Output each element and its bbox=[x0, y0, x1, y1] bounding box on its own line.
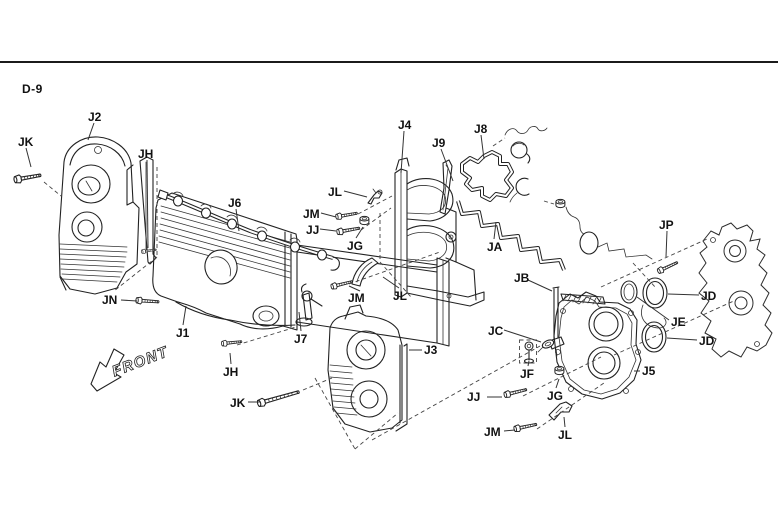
leader-jk1 bbox=[25, 147, 32, 168]
part-engine-block-outline bbox=[698, 222, 773, 358]
leader-jd2 bbox=[666, 337, 698, 341]
leader-jl3 bbox=[563, 416, 566, 428]
assembly-guide-lines bbox=[43, 137, 737, 450]
part-jg-nut-lower bbox=[554, 365, 565, 376]
part-jd-oring-upper bbox=[641, 277, 668, 329]
leader-jc bbox=[503, 329, 542, 343]
leader-jm3 bbox=[503, 429, 516, 432]
leader-jl1 bbox=[343, 190, 368, 198]
part-j1-center-timing-cover bbox=[152, 192, 450, 347]
part-c-clip bbox=[509, 177, 530, 203]
part-j9-gasket bbox=[439, 159, 453, 215]
part-ja-gasket bbox=[456, 200, 566, 271]
part-jl-bracket-mid bbox=[351, 257, 379, 287]
part-jg-nut-upper bbox=[359, 215, 370, 226]
leader-j7 bbox=[298, 311, 302, 332]
part-jd-oring-lower bbox=[641, 321, 667, 353]
leader-jg1 bbox=[355, 226, 364, 239]
header-rule bbox=[0, 61, 778, 63]
part-jl-clip-upper bbox=[367, 188, 383, 205]
leader-j9 bbox=[440, 148, 454, 182]
part-jk-bolt-upper bbox=[12, 170, 43, 185]
part-jm-bolt-lower bbox=[512, 420, 538, 433]
leader-jm1 bbox=[320, 212, 337, 218]
part-jh-bolt-lower bbox=[220, 338, 243, 348]
leader-ja bbox=[493, 221, 497, 240]
part-jj-bolt-upper bbox=[335, 224, 361, 236]
leader-j1 bbox=[182, 305, 187, 326]
leader-jg2 bbox=[555, 378, 560, 389]
front-direction-arrow: FRONT bbox=[90, 343, 172, 392]
leader-jb bbox=[527, 279, 553, 292]
leader-jf bbox=[527, 360, 530, 367]
leader-jp bbox=[665, 230, 668, 258]
part-j5-right-timing-cover bbox=[553, 291, 642, 400]
leader-jh2 bbox=[229, 352, 232, 365]
part-jc-clip bbox=[537, 339, 555, 353]
part-jh-bracket-rail bbox=[139, 156, 157, 265]
callout-leader-lines bbox=[25, 122, 700, 432]
leader-jm2 bbox=[348, 285, 361, 292]
part-j2-outer-timing-cover bbox=[58, 136, 140, 295]
leader-jd1 bbox=[667, 293, 700, 296]
part-je-seal bbox=[620, 280, 638, 304]
leader-j4 bbox=[400, 130, 405, 174]
part-jl-bracket-lower bbox=[548, 401, 573, 421]
part-jj-bolt-lower bbox=[502, 385, 528, 399]
part-harness-wire-clip bbox=[555, 198, 653, 260]
part-j6-harness-guide bbox=[157, 189, 340, 271]
leader-jj1 bbox=[319, 228, 337, 232]
part-j7-bracket bbox=[295, 283, 323, 327]
part-j3-lower-timing-cover bbox=[327, 304, 408, 433]
part-j8-gasket bbox=[460, 150, 514, 202]
part-harness-grommet bbox=[504, 126, 548, 164]
part-jn-bolt bbox=[135, 296, 160, 306]
leader-je bbox=[636, 296, 670, 321]
part-jk-bolt-long bbox=[256, 387, 301, 409]
part-j4-inner-cover bbox=[394, 157, 485, 307]
leader-jn bbox=[120, 299, 138, 302]
part-jm-bolt-upper bbox=[334, 209, 359, 221]
leader-j8 bbox=[480, 134, 485, 160]
front-label: FRONT bbox=[110, 343, 172, 380]
leader-jl2 bbox=[382, 276, 400, 289]
part-jf-clip bbox=[523, 341, 535, 364]
leader-j2 bbox=[87, 122, 95, 141]
leader-jh1 bbox=[146, 159, 149, 249]
page-code: D-9 bbox=[22, 82, 43, 96]
part-jp-bolt bbox=[656, 259, 680, 275]
leader-j6 bbox=[235, 208, 240, 232]
